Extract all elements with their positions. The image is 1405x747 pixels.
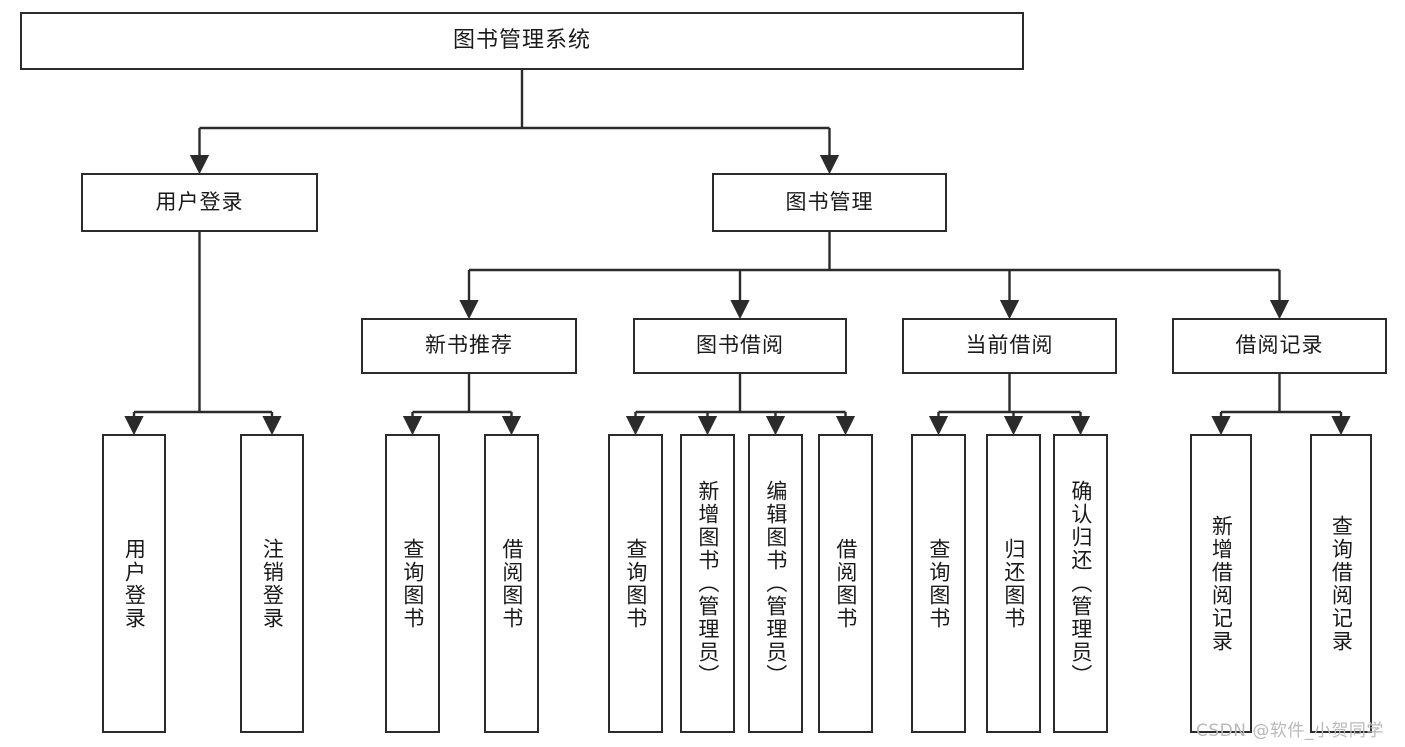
node-label: 查询借阅记录 (1329, 514, 1354, 653)
node-label: 图书管理系统 (452, 27, 591, 53)
node-label: 注销登录 (260, 537, 285, 630)
node-leaf-edit-book[interactable]: 编辑图书（管理员） (748, 434, 803, 733)
csdn-watermark: CSDN @软件_小贺同学 (1196, 721, 1384, 741)
node-leaf-query-book-1[interactable]: 查询图书 (385, 434, 440, 733)
node-label: 新增图书（管理员） (695, 480, 720, 687)
node-label: 新增借阅记录 (1209, 514, 1234, 653)
node-label: 查询图书 (926, 537, 951, 630)
node-leaf-confirm-return[interactable]: 确认归还（管理员） (1053, 434, 1108, 733)
node-current-borrow[interactable]: 当前借阅 (902, 318, 1117, 374)
node-leaf-add-record[interactable]: 新增借阅记录 (1190, 434, 1252, 733)
node-borrow-record[interactable]: 借阅记录 (1172, 318, 1387, 374)
node-label: 编辑图书（管理员） (763, 480, 788, 687)
node-label: 确认归还（管理员） (1068, 480, 1093, 687)
node-book-management[interactable]: 图书管理 (712, 173, 947, 232)
node-user-login[interactable]: 用户登录 (81, 173, 318, 232)
node-leaf-user-login[interactable]: 用户登录 (102, 434, 166, 733)
node-book-borrow[interactable]: 图书借阅 (633, 318, 847, 374)
node-label: 用户登录 (155, 189, 244, 214)
node-leaf-borrow-book-1[interactable]: 借阅图书 (484, 434, 539, 733)
node-leaf-return-book[interactable]: 归还图书 (986, 434, 1041, 733)
node-label: 新书推荐 (425, 333, 513, 358)
node-leaf-query-book-3[interactable]: 查询图书 (911, 434, 966, 733)
node-leaf-borrow-book-2[interactable]: 借阅图书 (818, 434, 873, 733)
node-root[interactable]: 图书管理系统 (20, 12, 1024, 70)
node-label: 查询图书 (623, 537, 648, 630)
node-label: 借阅记录 (1235, 333, 1324, 358)
node-leaf-query-book-2[interactable]: 查询图书 (608, 434, 663, 733)
node-label: 查询图书 (400, 537, 425, 630)
node-label: 借阅图书 (833, 537, 858, 630)
node-new-book-recommend[interactable]: 新书推荐 (361, 318, 577, 374)
node-label: 用户登录 (122, 537, 147, 630)
node-label: 图书借阅 (696, 333, 784, 358)
node-leaf-add-book[interactable]: 新增图书（管理员） (680, 434, 735, 733)
node-leaf-logout[interactable]: 注销登录 (240, 434, 304, 733)
node-label: 借阅图书 (499, 537, 524, 630)
node-leaf-query-record[interactable]: 查询借阅记录 (1310, 434, 1372, 733)
node-label: 归还图书 (1001, 537, 1026, 630)
node-label: 当前借阅 (965, 333, 1054, 358)
node-label: 图书管理 (785, 189, 874, 214)
